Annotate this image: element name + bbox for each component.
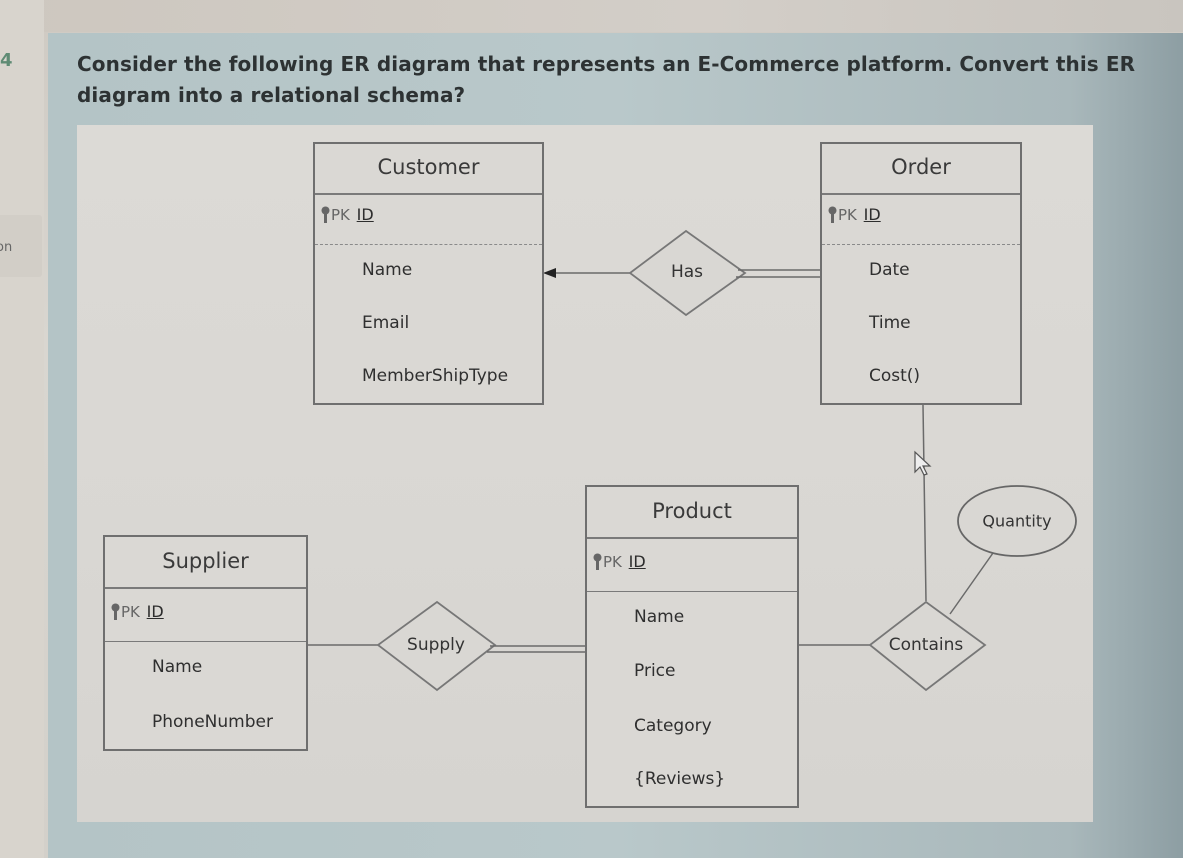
entity-customer-key-sep	[315, 244, 542, 245]
entity-supplier-title: Supplier	[162, 549, 249, 573]
entity-order-pk-attribute: ID	[863, 205, 881, 224]
entity-product-pk: PK ID	[593, 552, 646, 574]
entity-order-pk: PK ID	[828, 205, 881, 227]
entity-order-attr-cost: Cost()	[869, 366, 921, 386]
entity-supplier-key-sep	[105, 641, 306, 642]
entity-product-attr-name: Name	[634, 607, 685, 627]
key-icon	[111, 603, 120, 624]
entity-supplier-header-sep	[105, 587, 306, 589]
entity-customer-title: Customer	[377, 155, 480, 179]
entity-order-key-sep	[822, 244, 1020, 245]
entity-order-attr-time: Time	[869, 313, 911, 333]
key-icon	[593, 553, 602, 574]
entity-product-title: Product	[652, 499, 732, 523]
top-strip	[0, 0, 1183, 32]
entity-product: Product PK ID Name Price Category {Revie…	[585, 485, 799, 808]
entity-product-pk-attribute: ID	[628, 552, 646, 571]
quantity-ellipse	[957, 485, 1077, 557]
left-nav-tab[interactable]	[0, 215, 42, 277]
entity-customer-header-sep	[315, 193, 542, 195]
has-customer-arrowhead	[543, 268, 556, 278]
relationship-contains-label: Contains	[888, 635, 964, 655]
entity-supplier-attr-phonenumber: PhoneNumber	[152, 712, 273, 732]
entity-supplier-pk: PK ID	[111, 602, 164, 624]
relationship-supply-label: Supply	[407, 635, 465, 655]
entity-order-attr-date: Date	[869, 260, 910, 280]
contains-order-line	[922, 404, 927, 602]
entity-customer-attr-membershiptype: MemberShipType	[362, 366, 509, 386]
entity-product-key-sep	[587, 591, 797, 592]
left-rail	[0, 0, 44, 858]
entity-supplier-attr-name: Name	[152, 657, 203, 677]
entity-customer-pk: PK ID	[321, 205, 374, 227]
entity-customer: Customer PK ID Name Email MemberShipType	[313, 142, 544, 405]
has-diamond	[628, 229, 747, 317]
supply-diamond	[376, 600, 497, 692]
relationship-attribute-quantity: Quantity	[982, 511, 1052, 531]
mouse-cursor-icon	[914, 450, 932, 476]
quantity-line	[949, 552, 994, 615]
key-icon	[828, 206, 837, 227]
entity-supplier-pk-attribute: ID	[146, 602, 164, 621]
entity-product-attr-category: Category	[634, 716, 712, 736]
entity-customer-attr-name: Name	[362, 260, 413, 280]
entity-product-attr-reviews: {Reviews}	[634, 769, 726, 789]
key-icon	[321, 206, 330, 227]
entity-product-attr-price: Price	[634, 661, 676, 681]
relationship-has-label: Has	[670, 262, 704, 282]
left-nav-tab-label: on	[0, 240, 13, 255]
entity-supplier: Supplier PK ID Name PhoneNumber	[103, 535, 308, 751]
question-number: 4	[0, 50, 13, 71]
entity-order-title: Order	[891, 155, 951, 179]
entity-product-header-sep	[587, 537, 797, 539]
entity-customer-pk-attribute: ID	[356, 205, 374, 224]
question-text: Consider the following ER diagram that r…	[77, 52, 1136, 107]
entity-customer-attr-email: Email	[362, 313, 410, 333]
entity-order: Order PK ID Date Time Cost()	[820, 142, 1022, 405]
entity-order-header-sep	[822, 193, 1020, 195]
contains-diamond	[868, 600, 987, 692]
